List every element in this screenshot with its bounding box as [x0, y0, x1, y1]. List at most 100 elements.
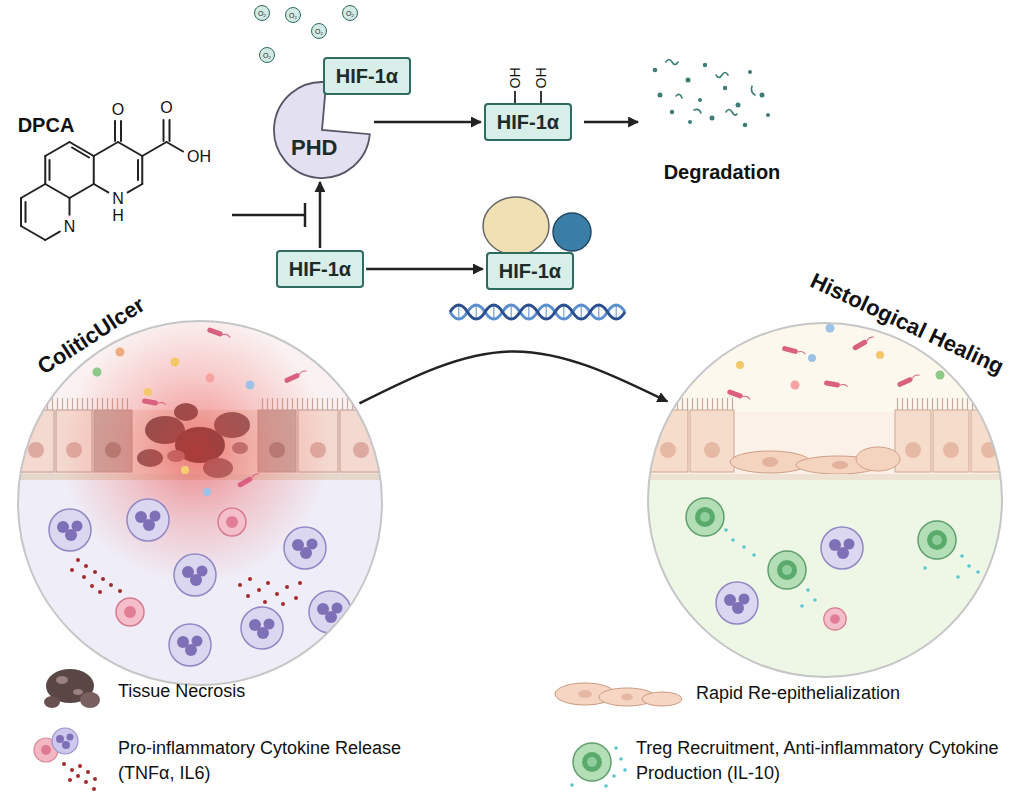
atom-label: N [64, 219, 76, 235]
healed-tissue [727, 389, 751, 402]
dna-helix [511, 306, 513, 318]
re-epithelialization-icon [642, 692, 682, 706]
healed-tissue [791, 381, 800, 390]
healed-tissue [852, 335, 875, 351]
healed-tissue [971, 410, 1007, 472]
colitic-tissue [93, 570, 97, 574]
healed-tissue [782, 346, 806, 357]
dna-helix [546, 306, 548, 318]
colitic-tissue [263, 600, 267, 604]
healed-tissue [933, 410, 969, 472]
dpca-structure [141, 156, 143, 184]
dna-helix [476, 306, 478, 318]
dpca-structure [21, 120, 183, 240]
degradation-fragments [766, 113, 770, 117]
healed-tissue [897, 373, 921, 388]
dna-helix [581, 306, 583, 318]
healed-tissue [923, 566, 927, 570]
colitic-tissue [70, 558, 302, 606]
colitic-tissue [285, 585, 289, 589]
legend-item: Rapid Re-epithelialization [696, 681, 996, 706]
colitic-tissue [127, 499, 169, 541]
enzyme-shape: PHD [272, 80, 372, 180]
degradation-fragments [666, 60, 678, 65]
healed-tissue [692, 344, 716, 357]
healed-tissue [686, 498, 724, 536]
treg-icon [614, 746, 618, 750]
colitic-tissue [70, 568, 74, 572]
healed-tissue [967, 564, 971, 568]
protein-box: HIF-1α [484, 103, 572, 141]
cytokine-icon [56, 735, 64, 743]
healed-tissue [736, 361, 744, 369]
process-arrow [366, 268, 483, 271]
cytokine-icon [67, 734, 74, 741]
necrosis-icon [44, 669, 100, 708]
oxygen-molecule: O₂ [259, 47, 275, 63]
dna-helix [528, 306, 530, 318]
healed-tissue [686, 376, 695, 385]
colitic-tissue [275, 592, 279, 596]
healed-tissue [826, 324, 835, 333]
protein-box: HIF-1α [486, 252, 574, 290]
re-epithelialization-icon [621, 694, 633, 701]
node-text: O₂ [263, 52, 271, 59]
healed-tissue [832, 461, 848, 469]
healed-tissue [905, 442, 921, 458]
degradation-fragments [653, 63, 770, 128]
necrosis-icon [73, 689, 83, 695]
inhibition-mark [232, 203, 305, 227]
dpca-structure [45, 232, 60, 240]
healed-tissue [731, 538, 735, 542]
colitic-tissue [18, 410, 54, 472]
dna-helix [493, 306, 495, 318]
healed-tissue [936, 371, 945, 380]
colitic-tissue [90, 584, 94, 588]
cytokine-icon [84, 780, 88, 784]
tissue-circle: ColiticUlcer [17, 320, 383, 686]
dna-helix [563, 306, 565, 318]
treg-icon [570, 746, 627, 788]
node-text: HIF-1α [289, 258, 351, 280]
dna-helix [450, 305, 625, 319]
degradation-fragments [658, 93, 663, 98]
healed-tissue [752, 553, 756, 557]
colitic-tissue [298, 581, 302, 585]
healed-tissue [730, 447, 900, 474]
atom-label: O [160, 100, 172, 116]
degradation-fragments [751, 86, 755, 95]
colitic-tissue [246, 381, 255, 390]
dpca-structure [137, 160, 139, 180]
degradation-fragments [743, 123, 748, 128]
necrosis-icon [56, 676, 68, 684]
degradation-fragments [694, 109, 701, 113]
oxygen-molecule: O₂ [285, 7, 301, 23]
healed-tissue [976, 570, 980, 574]
degradation-fragments [736, 103, 741, 108]
dpca-structure [120, 121, 122, 141]
cytokine-icon [41, 745, 51, 755]
dpca-structure [70, 184, 94, 198]
dpca-structure [142, 142, 166, 156]
compound-name: DPCA [18, 115, 75, 135]
healed-tissue [918, 521, 956, 559]
colitic-tissue [241, 607, 283, 649]
dpca-structure [167, 142, 184, 152]
healed-tissue [821, 527, 863, 569]
node-text: Histological Healing [807, 268, 1008, 380]
dpca-structure [93, 156, 95, 184]
colitic-tissue [207, 327, 231, 340]
degradation-fragments [703, 63, 707, 67]
node-text: PHD [291, 136, 337, 160]
degradation-fragments [688, 120, 692, 124]
cytokine-icon [62, 762, 97, 791]
healed-tissue [813, 598, 817, 602]
healed-tissue [824, 608, 846, 630]
colitic-tissue [116, 348, 125, 357]
colitic-tissue [101, 577, 105, 581]
dpca-structure [44, 156, 46, 184]
atom-label: OH [187, 149, 211, 165]
healed-tissue [660, 442, 676, 458]
protein-box: HIF-1α [276, 250, 364, 288]
colitic-tissue [93, 368, 102, 377]
